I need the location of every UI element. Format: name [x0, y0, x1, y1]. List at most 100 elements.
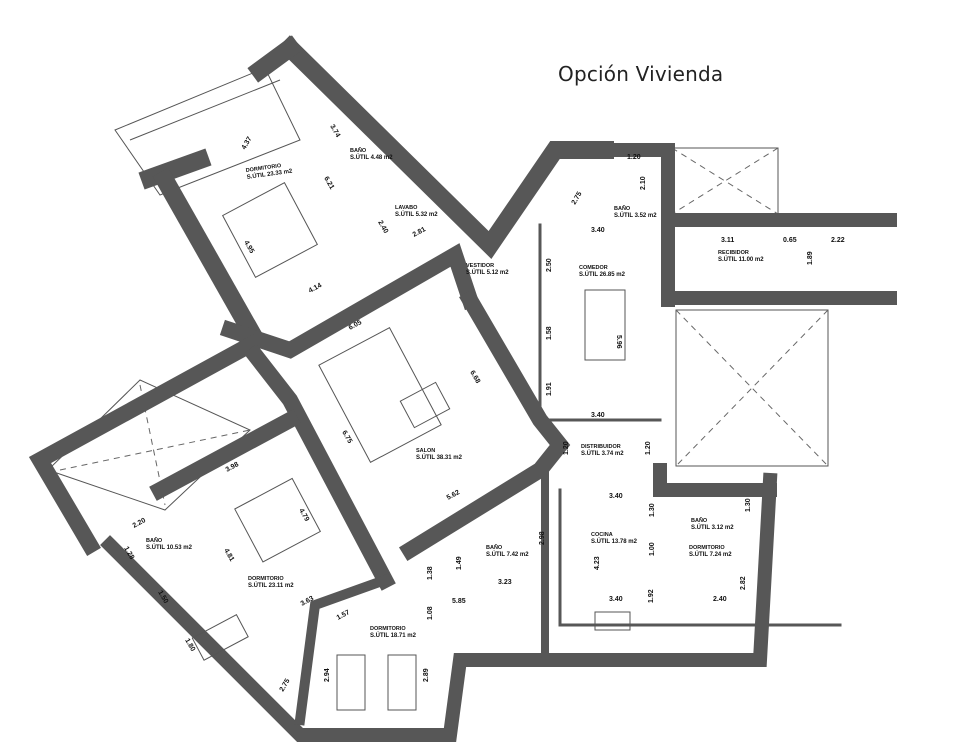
dimension: 4.14 [308, 282, 323, 295]
svg-text:S.ÚTIL 4.48 m2: S.ÚTIL 4.48 m2 [350, 154, 393, 161]
dimension: 1.89 [807, 251, 814, 265]
svg-text:LAVABO: LAVABO [395, 205, 418, 211]
svg-text:DORMITORIO: DORMITORIO [689, 545, 725, 551]
light-well-center [675, 309, 829, 467]
svg-text:S.ÚTIL 23.33 m2: S.ÚTIL 23.33 m2 [246, 167, 293, 180]
svg-text:S.ÚTIL 5.32 m2: S.ÚTIL 5.32 m2 [395, 211, 438, 218]
svg-text:S.ÚTIL 23.11 m2: S.ÚTIL 23.11 m2 [248, 582, 294, 589]
dimension: 0.65 [783, 237, 797, 244]
dimension: 5.85 [452, 598, 466, 605]
dimension: 2.75 [571, 191, 584, 206]
svg-text:BAÑO: BAÑO [350, 147, 367, 154]
dimension: 4.79 [297, 508, 310, 523]
furniture [191, 181, 631, 711]
svg-text:S.ÚTIL 3.52 m2: S.ÚTIL 3.52 m2 [614, 212, 657, 219]
svg-text:S.ÚTIL 7.24 m2: S.ÚTIL 7.24 m2 [689, 551, 732, 558]
dimension: 2.98 [539, 531, 546, 545]
svg-text:SALON: SALON [416, 448, 435, 454]
svg-text:RECIBIDOR: RECIBIDOR [718, 250, 749, 256]
walls [28, 35, 897, 742]
dimension: 1.20 [627, 154, 641, 161]
svg-text:DORMITORIO: DORMITORIO [245, 163, 282, 174]
svg-text:S.ÚTIL 5.12 m2: S.ÚTIL 5.12 m2 [466, 269, 509, 276]
svg-text:S.ÚTIL 26.85 m2: S.ÚTIL 26.85 m2 [579, 271, 626, 278]
svg-text:S.ÚTIL 3.12 m2: S.ÚTIL 3.12 m2 [691, 524, 734, 531]
dimension: 3.40 [609, 596, 623, 603]
dimension: 2.82 [740, 576, 747, 590]
svg-text:DORMITORIO: DORMITORIO [248, 576, 284, 582]
svg-text:BAÑO: BAÑO [146, 537, 163, 544]
svg-text:S.ÚTIL 38.31 m2: S.ÚTIL 38.31 m2 [416, 454, 463, 461]
dimension: 3.74 [328, 124, 341, 139]
dimension: 2.40 [376, 220, 389, 235]
dimension: 6.21 [322, 176, 335, 191]
dimension: 3.40 [591, 227, 605, 234]
dimension: 1.38 [427, 566, 434, 580]
dimension: 1.30 [745, 498, 752, 512]
dimension: 1.58 [546, 326, 553, 340]
dimension: 2.20 [132, 517, 147, 530]
dimension: 4.23 [594, 556, 601, 570]
plan-title: Opción Vivienda [558, 62, 724, 86]
dimension: 3.11 [721, 237, 734, 244]
dimension: 1.80 [183, 638, 196, 653]
svg-text:BAÑO: BAÑO [691, 517, 708, 524]
light-well-top [671, 147, 779, 215]
dimension: 1.08 [427, 606, 434, 620]
svg-text:S.ÚTIL 18.71 m2: S.ÚTIL 18.71 m2 [370, 632, 417, 639]
dimension: 2.10 [640, 176, 647, 190]
dimension: 3.23 [498, 579, 512, 586]
dimension: 4.81 [222, 548, 235, 563]
dimension: 1.30 [649, 503, 656, 517]
dimension: 1.20 [563, 441, 570, 455]
dimension: 2.89 [423, 668, 430, 682]
dimension: 2.75 [279, 678, 292, 693]
dimension: 1.92 [648, 589, 655, 603]
svg-text:VESTIDOR: VESTIDOR [466, 263, 494, 269]
dimension: 3.40 [591, 412, 605, 419]
dimension: 2.22 [831, 237, 845, 244]
dimension: 1.91 [546, 382, 553, 396]
svg-text:DORMITORIO: DORMITORIO [370, 626, 406, 632]
svg-text:COCINA: COCINA [591, 532, 613, 538]
svg-text:S.ÚTIL 7.42 m2: S.ÚTIL 7.42 m2 [486, 551, 529, 558]
dimension: 2.40 [713, 596, 727, 603]
svg-text:S.ÚTIL 10.53 m2: S.ÚTIL 10.53 m2 [146, 544, 193, 551]
dimension: 1.20 [645, 441, 652, 455]
svg-text:BAÑO: BAÑO [614, 205, 631, 212]
dimension: 5.96 [615, 335, 622, 349]
svg-text:DISTRIBUIDOR: DISTRIBUIDOR [581, 444, 621, 450]
dimension: 1.57 [336, 609, 351, 622]
svg-text:S.ÚTIL 3.74 m2: S.ÚTIL 3.74 m2 [581, 450, 624, 457]
dimension: 1.49 [456, 556, 463, 570]
dimension: 4.37 [241, 136, 254, 151]
dimension: 4.95 [242, 240, 255, 255]
dimension: 6.75 [340, 430, 353, 445]
dimension: 2.50 [546, 258, 553, 272]
dimension: 3.98 [225, 461, 240, 474]
dimension: 5.62 [446, 489, 461, 502]
dimension: 2.94 [324, 668, 331, 682]
dimension: 3.40 [609, 493, 623, 500]
svg-text:S.ÚTIL 11.00 m2: S.ÚTIL 11.00 m2 [718, 256, 764, 263]
dimension: 1.00 [649, 542, 656, 556]
svg-text:COMEDOR: COMEDOR [579, 265, 608, 271]
dimension: 6.68 [468, 370, 481, 385]
dimension-labels: 4.37 3.74 6.21 4.95 2.40 2.81 4.14 6.05 … [122, 124, 844, 694]
